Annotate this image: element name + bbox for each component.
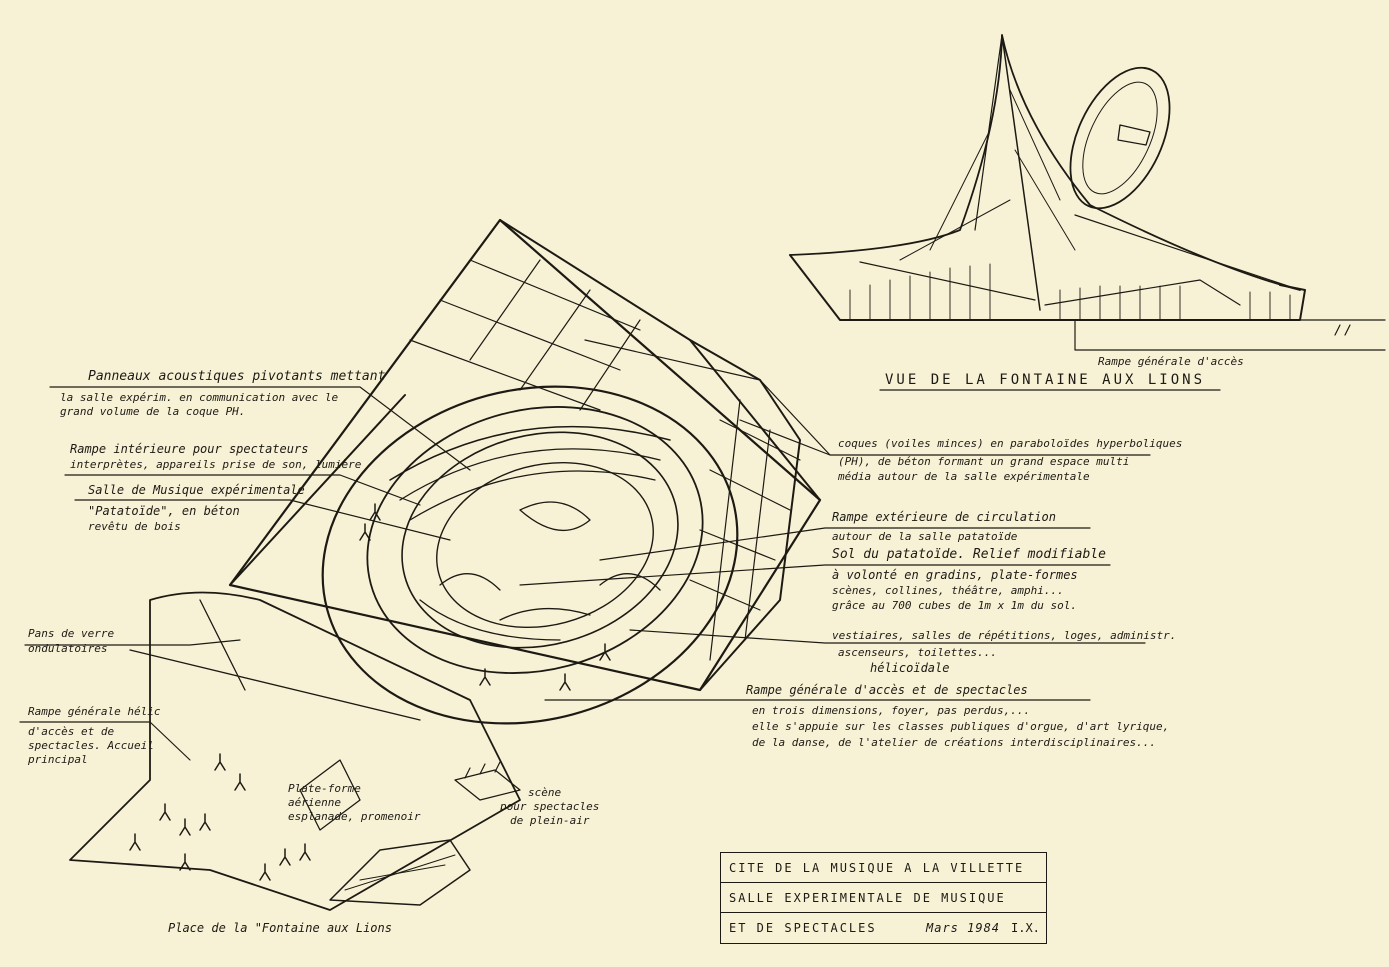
label-rampe-generale-acces: Rampe générale d'accès bbox=[1098, 355, 1244, 368]
label-rampe-gen-2: d'accès et de bbox=[28, 725, 115, 738]
label-rampe-gen-1: Rampe générale hélic bbox=[28, 705, 161, 718]
title-line-2: SALLE EXPERIMENTALE DE MUSIQUE bbox=[729, 891, 1006, 905]
label-rampe-gen-3: spectacles. Accueil bbox=[28, 739, 154, 752]
title-date: Mars 1984 bbox=[926, 921, 1001, 935]
label-plateforme-2: aérienne bbox=[288, 796, 341, 809]
label-coques-3: média autour de la salle expérimentale bbox=[838, 470, 1090, 483]
label-vue-fontaine: VUE DE LA FONTAINE AUX LIONS bbox=[885, 372, 1206, 388]
label-rampe-int-2: interprètes, appareils prise de son, lum… bbox=[70, 458, 362, 471]
title-line-1: CITE DE LA MUSIQUE A LA VILLETTE bbox=[729, 861, 1025, 875]
label-panneaux-1: Panneaux acoustiques pivotants mettant bbox=[88, 369, 386, 384]
label-sol-4: grâce au 700 cubes de 1m x 1m du sol. bbox=[832, 599, 1078, 612]
title-row-1: CITE DE LA MUSIQUE A LA VILLETTE bbox=[721, 853, 1046, 883]
label-rampe-acces-3: elle s'appuie sur les classes publiques … bbox=[752, 720, 1170, 733]
title-block: CITE DE LA MUSIQUE A LA VILLETTE SALLE E… bbox=[720, 852, 1047, 944]
label-salle-3: revêtu de bois bbox=[88, 520, 181, 533]
elevation-view bbox=[789, 34, 1386, 391]
axonometric-view bbox=[69, 218, 822, 911]
label-salle-2: "Patatoïde", en béton bbox=[88, 504, 240, 518]
label-sol-2: à volonté en gradins, plate-formes bbox=[832, 568, 1078, 582]
title-line-3: ET DE SPECTACLES bbox=[729, 921, 877, 935]
leader-lines-right bbox=[519, 419, 1151, 701]
figures bbox=[129, 503, 611, 881]
label-rampe-acces-2: en trois dimensions, foyer, pas perdus,.… bbox=[752, 704, 1031, 717]
label-rampe-acces-1: Rampe générale d'accès et de spectacles bbox=[746, 683, 1028, 697]
title-initials: I.X. bbox=[1011, 921, 1040, 935]
label-panneaux-3: grand volume de la coque PH. bbox=[60, 405, 246, 418]
label-scene-2: pour spectacles bbox=[500, 800, 600, 813]
label-pans-1: Pans de verre bbox=[28, 627, 115, 640]
label-pans-2: ondulatoires bbox=[28, 642, 108, 655]
title-row-3: ET DE SPECTACLES Mars 1984 I.X. bbox=[721, 913, 1046, 943]
label-coques-2: (PH), de béton formant un grand espace m… bbox=[838, 455, 1130, 468]
label-coques-1: coques (voiles minces) en paraboloïdes h… bbox=[838, 437, 1183, 450]
label-plateforme-1: Plate-forme bbox=[288, 782, 361, 795]
label-sol-3: scènes, collines, théâtre, amphi... bbox=[832, 584, 1064, 597]
label-vestiaires-2: ascenseurs, toilettes... bbox=[838, 646, 997, 659]
label-rampe-int-1: Rampe intérieure pour spectateurs bbox=[70, 442, 309, 456]
label-place-fontaine: Place de la "Fontaine aux Lions bbox=[168, 921, 392, 935]
label-scene-1: scène bbox=[528, 786, 562, 799]
leader-lines-left bbox=[19, 339, 831, 761]
label-scene-3: de plein-air bbox=[510, 814, 590, 827]
label-salle-1: Salle de Musique expérimentale bbox=[88, 483, 305, 497]
label-rampe-gen-4: principal bbox=[28, 753, 88, 766]
label-rampe-acces-4: de la danse, de l'atelier de créations i… bbox=[752, 736, 1156, 749]
title-row-2: SALLE EXPERIMENTALE DE MUSIQUE bbox=[721, 883, 1046, 913]
label-rampe-ext-1: Rampe extérieure de circulation bbox=[832, 510, 1056, 524]
label-plateforme-3: esplanade, promenoir bbox=[288, 810, 421, 823]
label-rampe-ext-2: autour de la salle patatoïde bbox=[832, 530, 1018, 543]
label-panneaux-2: la salle expérim. en communication avec … bbox=[60, 391, 339, 404]
label-helicoidale: hélicoïdale bbox=[870, 661, 950, 675]
label-vestiaires-1: vestiaires, salles de répétitions, loges… bbox=[832, 629, 1177, 642]
label-sol-1: Sol du patatoïde. Relief modifiable bbox=[832, 547, 1106, 562]
